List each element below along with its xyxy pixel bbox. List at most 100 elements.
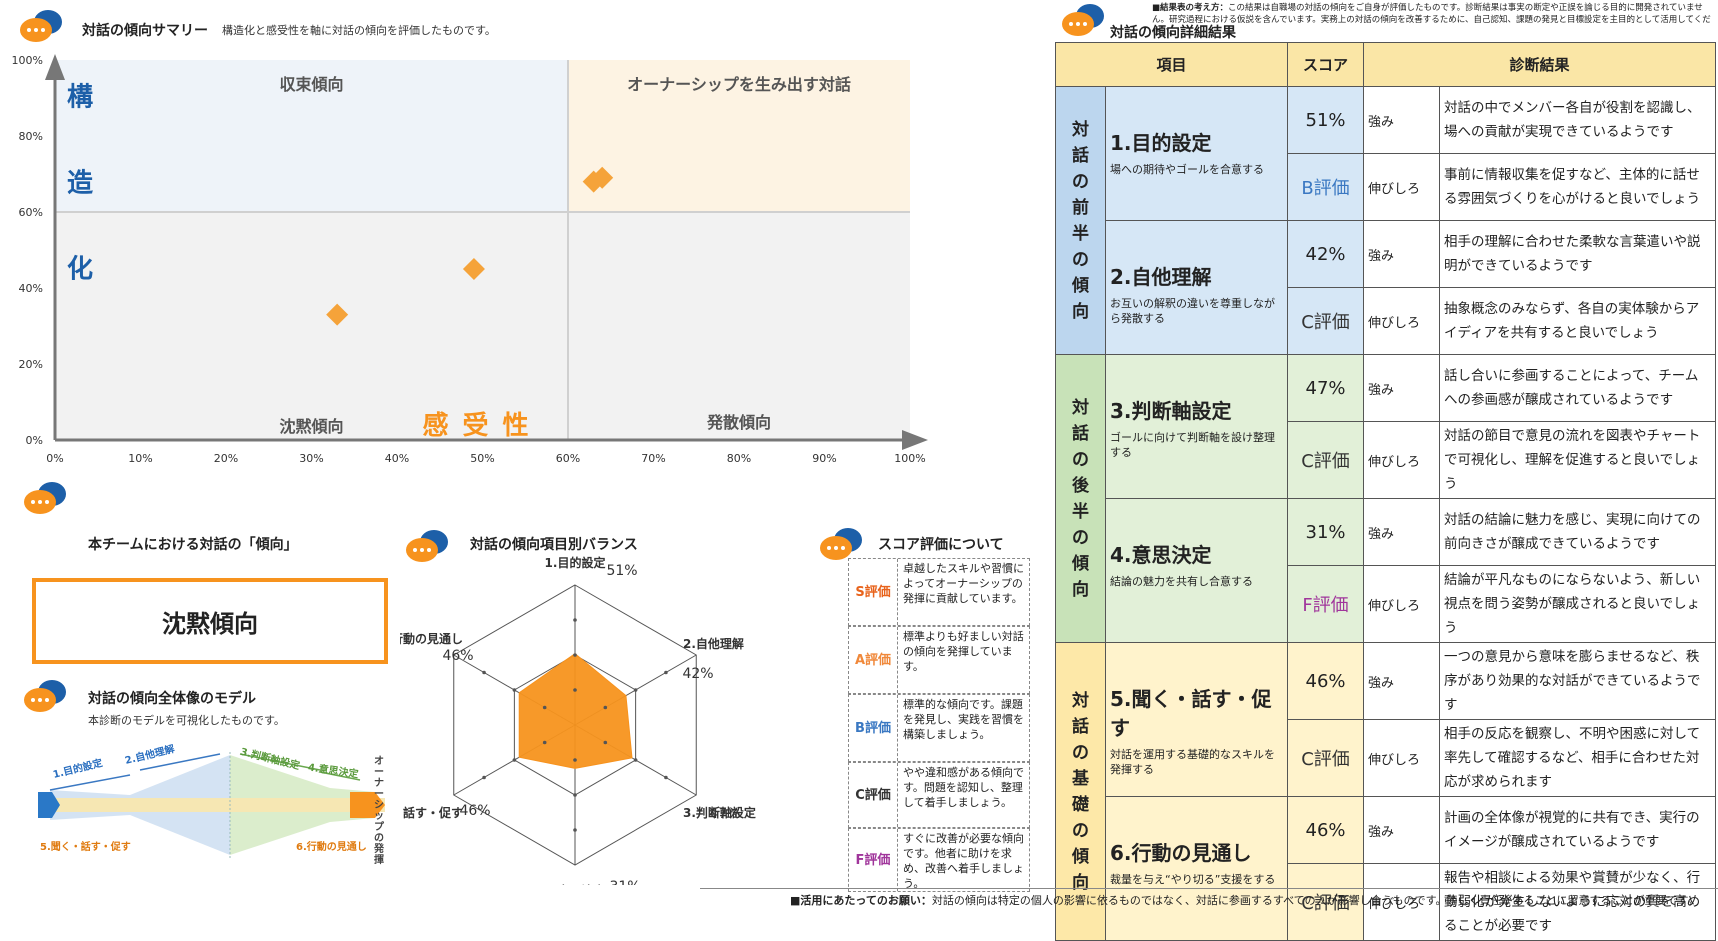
item-desc: お互いの解釈の違いを尊重しながら発散する bbox=[1110, 297, 1275, 325]
radar-tick-mark bbox=[542, 705, 547, 710]
item-desc: ゴールに向けて判断軸を設け整理する bbox=[1110, 431, 1275, 459]
growth-label: 伸びしろ bbox=[1363, 287, 1441, 355]
strength-label: 強み bbox=[1363, 642, 1441, 720]
model-subtitle: 本診断のモデルを可視化したものです。 bbox=[88, 714, 285, 727]
score-eval-title: スコア評価について bbox=[878, 537, 1004, 553]
chat-bubble-icon bbox=[24, 680, 66, 712]
summary-title: 対話の傾向サマリー bbox=[82, 23, 208, 39]
strength-label: 強み bbox=[1363, 220, 1441, 288]
summary-subtitle: 構造化と感受性を軸に対話の傾向を評価したものです。 bbox=[222, 24, 496, 37]
item-grade: C評価 bbox=[1287, 719, 1365, 797]
score-eval-row: C評価やや違和感がある傾向です。問題を認知し、整理して着手しましょう。 bbox=[848, 762, 1030, 828]
result-note: ■結果表の考え方：この結果は自職場の対話の傾向をご自身が評価したものです。診断結… bbox=[1152, 2, 1712, 38]
chat-bubble-icon bbox=[820, 528, 862, 560]
score-eval-grade: F評価 bbox=[849, 829, 898, 891]
y-axis-arrow-icon bbox=[45, 54, 65, 80]
radar-tick-mark bbox=[603, 740, 608, 745]
item-name: 4.意思決定 bbox=[1110, 543, 1212, 567]
x-tick-label: 40% bbox=[385, 452, 409, 465]
radar-tick-mark bbox=[664, 670, 668, 675]
item-score: 42% bbox=[1287, 220, 1365, 288]
item-name: 1.目的設定 bbox=[1110, 131, 1212, 155]
x-tick-label: 70% bbox=[641, 452, 665, 465]
growth-label: 伸びしろ bbox=[1363, 719, 1441, 797]
radar-tick-mark bbox=[573, 688, 577, 692]
x-tick-label: 10% bbox=[128, 452, 152, 465]
item-score: 51% bbox=[1287, 86, 1365, 154]
x-tick-label: 20% bbox=[214, 452, 238, 465]
score-eval-row: S評価卓越したスキルや習慣によってオーナーシップの発揮に貢献しています。 bbox=[848, 558, 1030, 626]
footer-line bbox=[700, 888, 1718, 889]
score-eval-text: 標準的な傾向です。課題を発見し、実践を習慣を構築しましょう。 bbox=[903, 698, 1024, 741]
quadrant-bottom-right bbox=[568, 212, 910, 440]
x-axis-label: 感受性 bbox=[422, 410, 542, 441]
chat-bubble-icon bbox=[406, 530, 448, 562]
quadrant-top-left bbox=[55, 60, 568, 212]
growth-text: 抽象概念のみならず、各自の実体験からアイディアを共有すると良いでしょう bbox=[1439, 287, 1717, 355]
group-label: 対話の基礎の傾向 bbox=[1055, 642, 1106, 941]
strength-label: 強み bbox=[1363, 354, 1441, 422]
strength-text: 一つの意見から意味を膨らませるなど、秩序があり効果的な対話ができているようです bbox=[1439, 642, 1717, 720]
chat-bubble-icon bbox=[24, 482, 66, 514]
data-point-4 bbox=[591, 166, 614, 189]
y-tick-label: 20% bbox=[19, 358, 43, 371]
item-desc: 裁量を与え“やり切る”支援をする bbox=[1110, 873, 1276, 886]
strength-text: 対話の中でメンバー各自が役割を認識し、場への貢献が実現できているようです bbox=[1439, 86, 1717, 154]
radar-tick-mark bbox=[603, 705, 608, 710]
group-label: 対話の後半の傾向 bbox=[1055, 354, 1106, 643]
data-point-1 bbox=[326, 303, 349, 326]
score-eval-grade: A評価 bbox=[849, 627, 898, 693]
radar-tick-mark bbox=[512, 688, 517, 692]
model-title: 対話の傾向全体像のモデル bbox=[88, 691, 256, 707]
x-tick-label: 60% bbox=[556, 452, 580, 465]
item-name: 2.自他理解 bbox=[1110, 265, 1212, 289]
footer-text: 対話の傾向は特定の個人の影響に依るものではなく、対話に参画するすべての人が影響し… bbox=[931, 894, 1699, 907]
table-header-row: 項目 スコア 診断結果 bbox=[1054, 42, 1717, 87]
item-desc: 結論の魅力を共有し合意する bbox=[1110, 575, 1253, 588]
item-score: 47% bbox=[1287, 354, 1365, 422]
radar-tick-mark bbox=[573, 758, 577, 762]
quadrant-label-top-left: 収束傾向 bbox=[279, 75, 343, 94]
table-row: B評価伸びしろ事前に情報収集を促すなど、主体的に話せる雰囲気づくりを心がけると良… bbox=[1056, 153, 1717, 221]
item-cell: 2.自他理解お互いの解釈の違いを尊重しながら発散する bbox=[1104, 220, 1289, 355]
strength-label: 強み bbox=[1363, 796, 1441, 864]
summary-scatter-chart: 0%10%20%30%40%50%60%70%80%90%100%0%20%40… bbox=[12, 54, 928, 465]
radar-tick-mark bbox=[573, 653, 577, 657]
item-grade: B評価 bbox=[1287, 153, 1365, 221]
radar-value-label: 31% bbox=[609, 879, 640, 885]
radar-value-label: 51% bbox=[606, 563, 637, 579]
x-tick-label: 80% bbox=[727, 452, 751, 465]
radar-title: 対話の傾向項目別バランス bbox=[470, 537, 638, 553]
x-tick-label: 90% bbox=[812, 452, 836, 465]
item-name: 5.聞く・話す・促す bbox=[1110, 687, 1272, 740]
item-cell: 5.聞く・話す・促す対話を運用する基礎的なスキルを発揮する bbox=[1104, 642, 1289, 797]
table-row: F評価伸びしろ結論が平凡なものにならないよう、新しい視点を問う姿勢が醸成されると… bbox=[1056, 565, 1717, 643]
y-axis-label: 構造化 bbox=[67, 83, 93, 285]
y-tick-label: 100% bbox=[12, 54, 43, 67]
footer-note: ■活用にあたってのお願い：対話の傾向は特定の個人の影響に依るものではなく、対話に… bbox=[790, 892, 1698, 908]
quadrant-top-right bbox=[568, 60, 910, 212]
item-cell: 4.意思決定結論の魅力を共有し合意する bbox=[1104, 498, 1289, 643]
score-eval-grade: S評価 bbox=[849, 559, 898, 625]
radar-value-label: 42% bbox=[682, 666, 713, 682]
item-grade: F評価 bbox=[1287, 565, 1365, 643]
radar-tick-mark bbox=[633, 688, 638, 692]
item-grade: C評価 bbox=[1287, 287, 1365, 355]
strength-label: 強み bbox=[1363, 86, 1441, 154]
radar-tick-mark bbox=[542, 740, 547, 745]
radar-tick-mark bbox=[573, 618, 577, 622]
team-result-box: 沈黙傾向 bbox=[32, 578, 388, 664]
radar-chart: 1.目的設定51%2.自他理解42%3.判断軸設定47%4.意思決定31%5.聞… bbox=[400, 555, 756, 885]
chat-bubble-icon bbox=[1062, 4, 1104, 36]
header-item: 項目 bbox=[1054, 42, 1289, 87]
radar-value-label: 47% bbox=[709, 806, 740, 822]
score-eval-row: B評価標準的な傾向です。課題を発見し、実践を習慣を構築しましょう。 bbox=[848, 694, 1030, 762]
item-name: 6.行動の見通し bbox=[1110, 841, 1252, 865]
model-label-6: 6.行動の見通し bbox=[296, 842, 367, 853]
